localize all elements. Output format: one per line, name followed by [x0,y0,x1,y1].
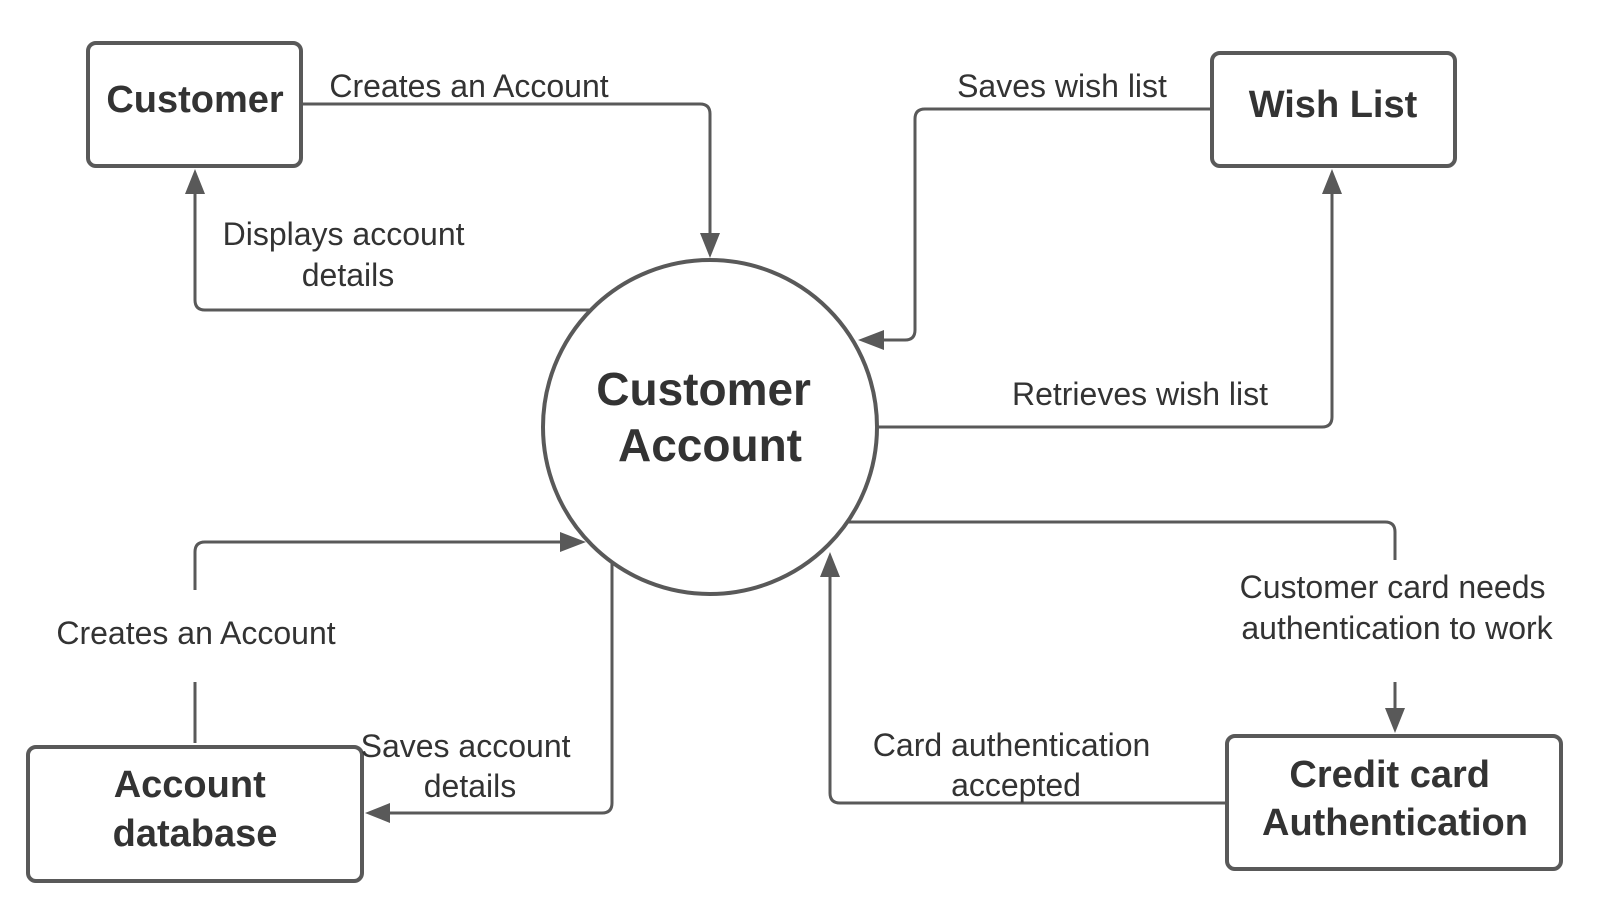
edge-label-database-creates-account: Creates an Account [56,615,335,651]
edge-label-saves-account-details-line-1: Saves account [361,728,571,764]
node-account-database-line-2: database [113,813,278,855]
node-wish-list-label: Wish List [1249,84,1418,126]
edge-label-card-authentication-accepted-line-1: Card authentication [873,727,1151,763]
node-customer: Customer [86,41,303,168]
edge-label-saves-wish-list: Saves wish list [957,68,1167,104]
node-customer-account-line-1: Customer [596,363,811,415]
node-customer-account-label: Customer Account [596,363,824,471]
edge-label-customer-creates-account: Creates an Account [329,68,608,104]
edge-card-authentication-accepted [820,552,1227,805]
edge-saves-wish-list [858,107,1212,350]
node-credit-card-authentication: Credit card Authentication [1225,734,1563,871]
node-customer-account-line-2: Account [618,419,802,471]
edge-database-creates-account [193,532,586,743]
node-customer-account: Customer Account [541,258,879,596]
node-account-database-line-1: Account [114,764,266,806]
node-credit-card-authentication-label: Credit card Authentication [1262,754,1528,844]
edge-label-displays-account-details-line-2: details [302,257,395,293]
node-account-database-label: Account database [113,764,278,855]
edge-label-card-needs-authentication-line-1: Customer card needs [1240,569,1546,605]
edge-displays-account-details [185,169,592,312]
edge-label-card-authentication-accepted-line-2: accepted [951,767,1081,803]
edge-label-displays-account-details-line-1: Displays account [223,216,465,252]
edge-label-saves-account-details-line-2: details [424,768,517,804]
edge-label-retrieves-wish-list: Retrieves wish list [1012,376,1268,412]
edge-customer-creates-account [301,102,720,258]
edge-label-card-needs-authentication: Customer card needs authentication to wo… [1240,569,1555,646]
edge-card-needs-authentication [847,520,1405,733]
edge-retrieves-wish-list [877,169,1342,429]
edge-saves-account-details [365,563,614,823]
node-credit-card-authentication-line-1: Credit card [1289,754,1490,796]
node-credit-card-authentication-line-2: Authentication [1262,802,1528,844]
edge-label-saves-account-details: Saves account details [361,728,580,804]
node-account-database: Account database [26,745,364,883]
edge-label-card-authentication-accepted: Card authentication accepted [873,727,1159,803]
edge-label-displays-account-details: Displays account details [223,216,474,293]
node-customer-label: Customer [106,79,284,121]
node-wish-list: Wish List [1210,51,1457,168]
edge-label-card-needs-authentication-line-2: authentication to work [1241,610,1553,646]
